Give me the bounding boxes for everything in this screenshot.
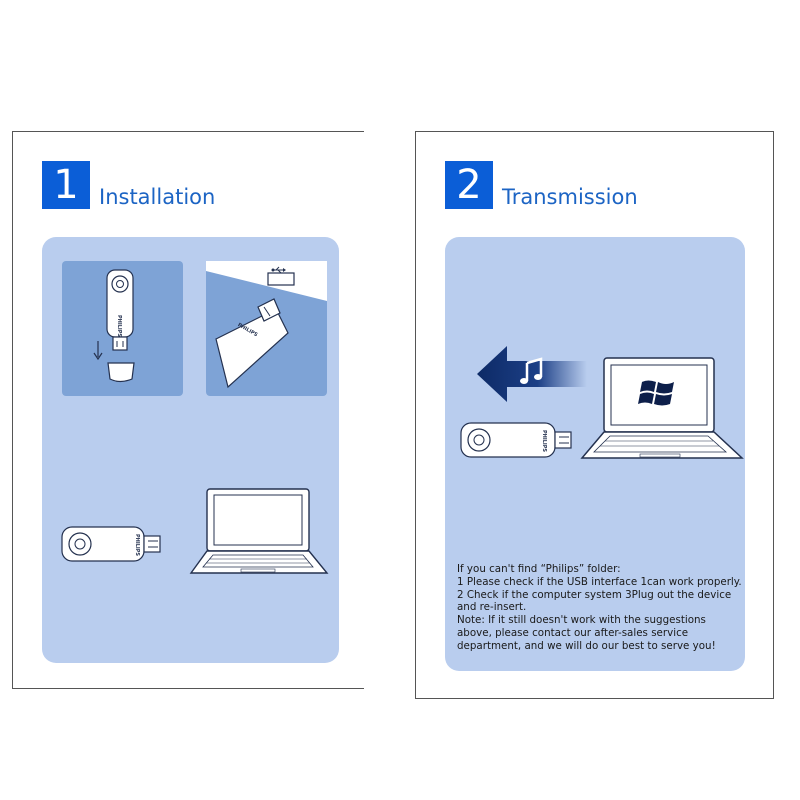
arrow-left-icon [477, 346, 587, 402]
transmission-card: 2 Transmission [415, 131, 774, 699]
svg-text:PHILIPS: PHILIPS [134, 534, 140, 556]
laptop-windows-illustration [580, 357, 744, 459]
device-brand-label-horizontal: PHILIPS [134, 534, 140, 556]
info-line: department, and we will do our best to s… [457, 639, 716, 652]
troubleshooting-text: If you can't find “Philips” folder: 1 Pl… [457, 563, 742, 653]
svg-text:PHILIPS: PHILIPS [116, 315, 122, 337]
step-2-badge: 2 [445, 161, 493, 209]
info-line: 2 Check if the computer system 3Plug out… [457, 588, 732, 601]
usb-icon [271, 266, 286, 274]
step-2-title: Transmission [502, 185, 638, 209]
svg-text:PHILIPS: PHILIPS [541, 430, 547, 452]
usb-device-illustration [61, 526, 161, 562]
laptop-illustration [189, 488, 329, 574]
windows-logo-icon [638, 380, 674, 406]
info-line: above, please contact our after-sales se… [457, 626, 689, 639]
svg-text:PHILIPS: PHILIPS [236, 322, 258, 338]
device-brand-label-angled: PHILIPS [236, 322, 258, 338]
installation-panel: PHILIPS PHILIPS [42, 237, 339, 663]
transmission-panel: PHILIPS If you can't find “Philips” fold… [445, 237, 745, 671]
device-brand-label: PHILIPS [541, 430, 547, 452]
music-note-icon [520, 357, 543, 384]
device-brand-label-vertical: PHILIPS [116, 315, 122, 337]
plug-in-usb-illustration [206, 261, 327, 396]
info-line: Note: If it still doesn't work with the … [457, 614, 706, 627]
step-1-badge: 1 [42, 161, 90, 209]
info-line: If you can't find “Philips” folder: [457, 563, 621, 575]
installation-card: 1 Installation PHILIPS [12, 131, 364, 689]
remove-cap-illustration [62, 261, 183, 396]
usb-device-illustration [460, 422, 572, 458]
step-1-title: Installation [99, 185, 216, 209]
info-line: 1 Please check if the USB interface 1can… [457, 575, 742, 588]
info-line: and re-insert. [457, 601, 527, 614]
